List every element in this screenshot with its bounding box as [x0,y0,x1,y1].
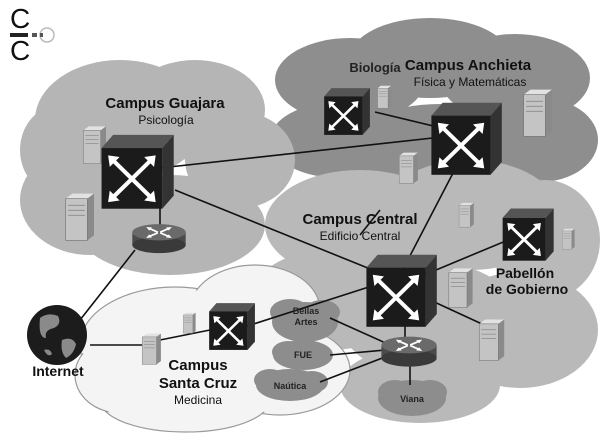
cloud-viana [378,380,447,416]
switch-central-icon [364,252,439,329]
logo-letter-top: C [10,3,30,34]
logo: C C [10,3,55,66]
title-central: Campus Central [302,211,417,228]
logo-letter-bottom: C [10,35,30,66]
label-pabellon-line1: Pabellón [496,265,554,281]
label-bellas-line1: Bellas [293,306,320,316]
server-icon [478,319,505,361]
switch-guajara-icon [102,135,174,209]
link-router-internet [79,249,136,321]
cloud-fue [272,340,333,370]
router-central-icon [380,335,438,368]
server-icon [398,152,419,184]
label-fue: FUE [294,350,312,360]
globe-icon [27,305,87,365]
server-icon [561,228,575,250]
title-guajara: Campus Guajara [105,95,225,112]
switch-biologia-icon [322,86,372,137]
cloud-nautica [254,369,328,401]
label-internet: Internet [32,363,84,379]
subtitle-central: Edificio Central [320,229,401,243]
label-pabellon-line2: de Gobierno [486,281,568,297]
title-santa-cruz-line1: Campus [168,357,227,374]
label-biologia: Biología [349,60,401,75]
logo-bar [10,33,28,37]
label-viana: Viana [400,394,425,404]
link-central-server-top [359,209,381,236]
switch-anchieta-icon [429,100,504,177]
link-fue-router2 [329,349,386,356]
server-icon [65,193,95,241]
label-bellas-line2: Artes [294,317,317,327]
subtitle-anchieta: Física y Matemáticas [414,75,527,89]
server-icon [377,85,392,109]
router-guajara-icon [131,223,187,254]
link-guajara-anchieta [159,134,461,169]
link-server-santacruz [159,329,211,341]
server-icon [182,312,196,334]
switch-santa-cruz-icon [207,301,257,352]
link-bellas-router2 [329,317,391,346]
server-icon [141,333,162,365]
link-nautica-router2 [319,354,391,383]
title-anchieta: Campus Anchieta [405,57,532,74]
server-icon [458,202,475,228]
label-nautica: Naútica [274,381,308,391]
title-santa-cruz-line2: Santa Cruz [159,375,237,392]
subtitle-santa-cruz: Medicina [174,393,222,407]
server-icon [448,268,473,308]
server-icon [523,89,553,137]
link-guajara-central [174,189,386,276]
link-santacruz-central [234,284,376,331]
subtitle-guajara: Psicología [138,113,194,127]
switch-gobierno-icon [501,207,556,263]
